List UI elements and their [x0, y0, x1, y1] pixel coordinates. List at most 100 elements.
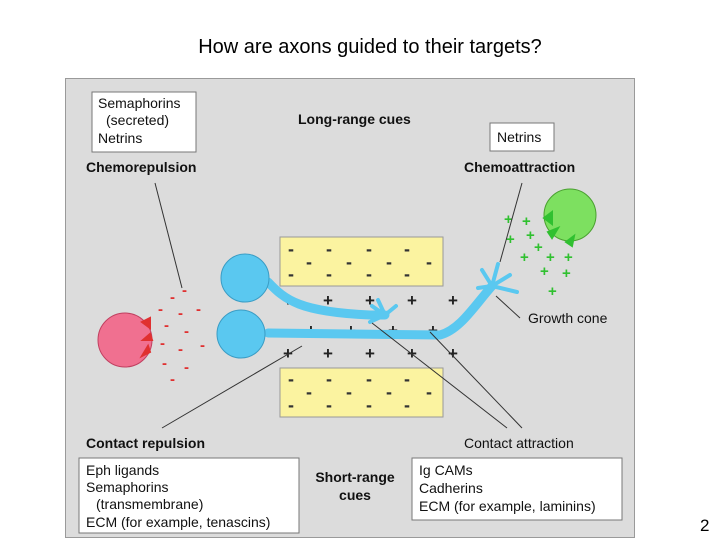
contact-repulsion-cue: (transmembrane)	[96, 496, 203, 512]
minus-sign: -	[404, 369, 410, 389]
slide-title: How are axons guided to their targets?	[198, 36, 542, 58]
minus-sign: -	[288, 369, 294, 389]
minus-sign: -	[288, 264, 294, 284]
long-range-cues-label: Long-range cues	[298, 111, 411, 127]
minus-sign: -	[366, 239, 372, 259]
contact-attraction-pointer-2	[429, 331, 523, 429]
chemoattraction-cues-box	[489, 122, 555, 152]
chemorepulsion-cue: Netrins	[98, 130, 142, 146]
minus-sign: -	[306, 252, 312, 272]
minus-sign: -	[162, 355, 167, 372]
contact-repulsion-cues-box	[78, 457, 300, 534]
minus-sign: -	[184, 359, 189, 376]
upper-growth-cone	[368, 298, 398, 324]
chemorepulsion-pointer	[154, 182, 183, 289]
pointer-lines	[154, 182, 523, 429]
plus-sign: +	[522, 213, 531, 230]
minus-sign: -	[196, 301, 201, 318]
page-number: 2	[700, 516, 710, 535]
minus-sign: -	[346, 252, 352, 272]
plus-sign: +	[562, 265, 571, 282]
contact-repulsion-cue: Semaphorins	[86, 479, 169, 495]
neurons	[216, 253, 519, 359]
contact-repulsion-cue: ECM (for example, tenascins)	[86, 514, 270, 530]
minus-sign: -	[404, 264, 410, 284]
lower-band-minus-signs: - - - - - - - - - - - -	[288, 369, 432, 415]
minus-sign: -	[346, 382, 352, 402]
plus-sign: +	[540, 263, 549, 280]
minus-sign: -	[170, 371, 175, 388]
chemorepulsion-heading: Chemorepulsion	[86, 159, 196, 175]
minus-sign: -	[366, 264, 372, 284]
plus-sign: +	[526, 227, 535, 244]
minus-sign: -	[366, 395, 372, 415]
corridor-plus-signs: + + + + + + + + + + + + + +	[283, 291, 458, 363]
minus-sign: -	[178, 305, 183, 322]
contact-attraction-cues-box	[411, 457, 623, 521]
plus-sign: +	[546, 249, 555, 266]
minus-sign: -	[160, 335, 165, 352]
plus-sign: +	[506, 231, 515, 248]
minus-sign: -	[164, 317, 169, 334]
chemorepulsion-cues-box	[91, 91, 197, 153]
minus-sign: -	[158, 301, 163, 318]
chemoattraction-pointer	[499, 182, 523, 263]
plus-sign: +	[365, 344, 375, 363]
upper-cell-body	[220, 253, 270, 303]
contact-attraction-cue: ECM (for example, laminins)	[419, 498, 596, 514]
minus-sign: -	[386, 252, 392, 272]
lower-cell-body	[216, 309, 266, 359]
plus-sign: +	[504, 211, 513, 228]
plus-sign: +	[365, 291, 375, 310]
minus-sign: -	[170, 289, 175, 306]
upper-cell-band	[279, 236, 444, 287]
contact-attraction-heading: Contact attraction	[464, 435, 574, 451]
minus-sign: -	[404, 239, 410, 259]
contact-repulsion-pointer	[161, 345, 303, 429]
minus-sign: -	[326, 395, 332, 415]
minus-sign: -	[426, 382, 432, 402]
contact-repulsion-cue: Eph ligands	[86, 462, 159, 478]
contact-repulsion-heading: Contact repulsion	[86, 435, 205, 451]
attractive-target: + + + + + + + + + + +	[504, 188, 597, 300]
minus-sign: -	[326, 239, 332, 259]
attractive-plus-signs: + + + + + + + + + + +	[504, 211, 573, 300]
repulsive-target: - - - - - - - - - - - - -	[97, 282, 205, 388]
chemoattraction-cue: Netrins	[497, 129, 541, 145]
minus-sign: -	[182, 282, 187, 299]
short-range-cues-label: Short-range	[315, 469, 395, 485]
lower-axon	[263, 281, 497, 340]
plus-sign: +	[448, 344, 458, 363]
minus-sign: -	[178, 341, 183, 358]
plus-sign: +	[283, 344, 293, 363]
plus-sign: +	[548, 283, 557, 300]
plus-sign: +	[407, 291, 417, 310]
minus-sign: -	[326, 369, 332, 389]
plus-sign: +	[564, 249, 573, 266]
plus-sign: +	[520, 249, 529, 266]
minus-sign: -	[288, 395, 294, 415]
repulsive-minus-signs: - - - - - - - - - - - - -	[158, 282, 205, 388]
minus-sign: -	[404, 395, 410, 415]
lower-cell-band	[279, 367, 444, 418]
minus-sign: -	[200, 337, 205, 354]
upper-band-minus-signs: - - - - - - - - - - - -	[288, 239, 432, 284]
plus-sign: +	[448, 291, 458, 310]
plus-sign: +	[534, 239, 543, 256]
minus-sign: -	[306, 382, 312, 402]
contact-attraction-pointer-1	[371, 322, 508, 429]
short-range-cues-label: cues	[339, 487, 371, 503]
chemoattraction-heading: Chemoattraction	[464, 159, 575, 175]
minus-sign: -	[366, 369, 372, 389]
minus-sign: -	[386, 382, 392, 402]
minus-sign: -	[288, 239, 294, 259]
plus-sign: +	[323, 291, 333, 310]
upper-axon	[263, 277, 390, 320]
lower-growth-cone	[476, 262, 519, 294]
minus-sign: -	[326, 264, 332, 284]
growth-cone-label: Growth cone	[528, 310, 608, 326]
chemorepulsion-cue: (secreted)	[106, 112, 169, 128]
minus-sign: -	[426, 252, 432, 272]
contact-attraction-cue: Ig CAMs	[419, 462, 473, 478]
